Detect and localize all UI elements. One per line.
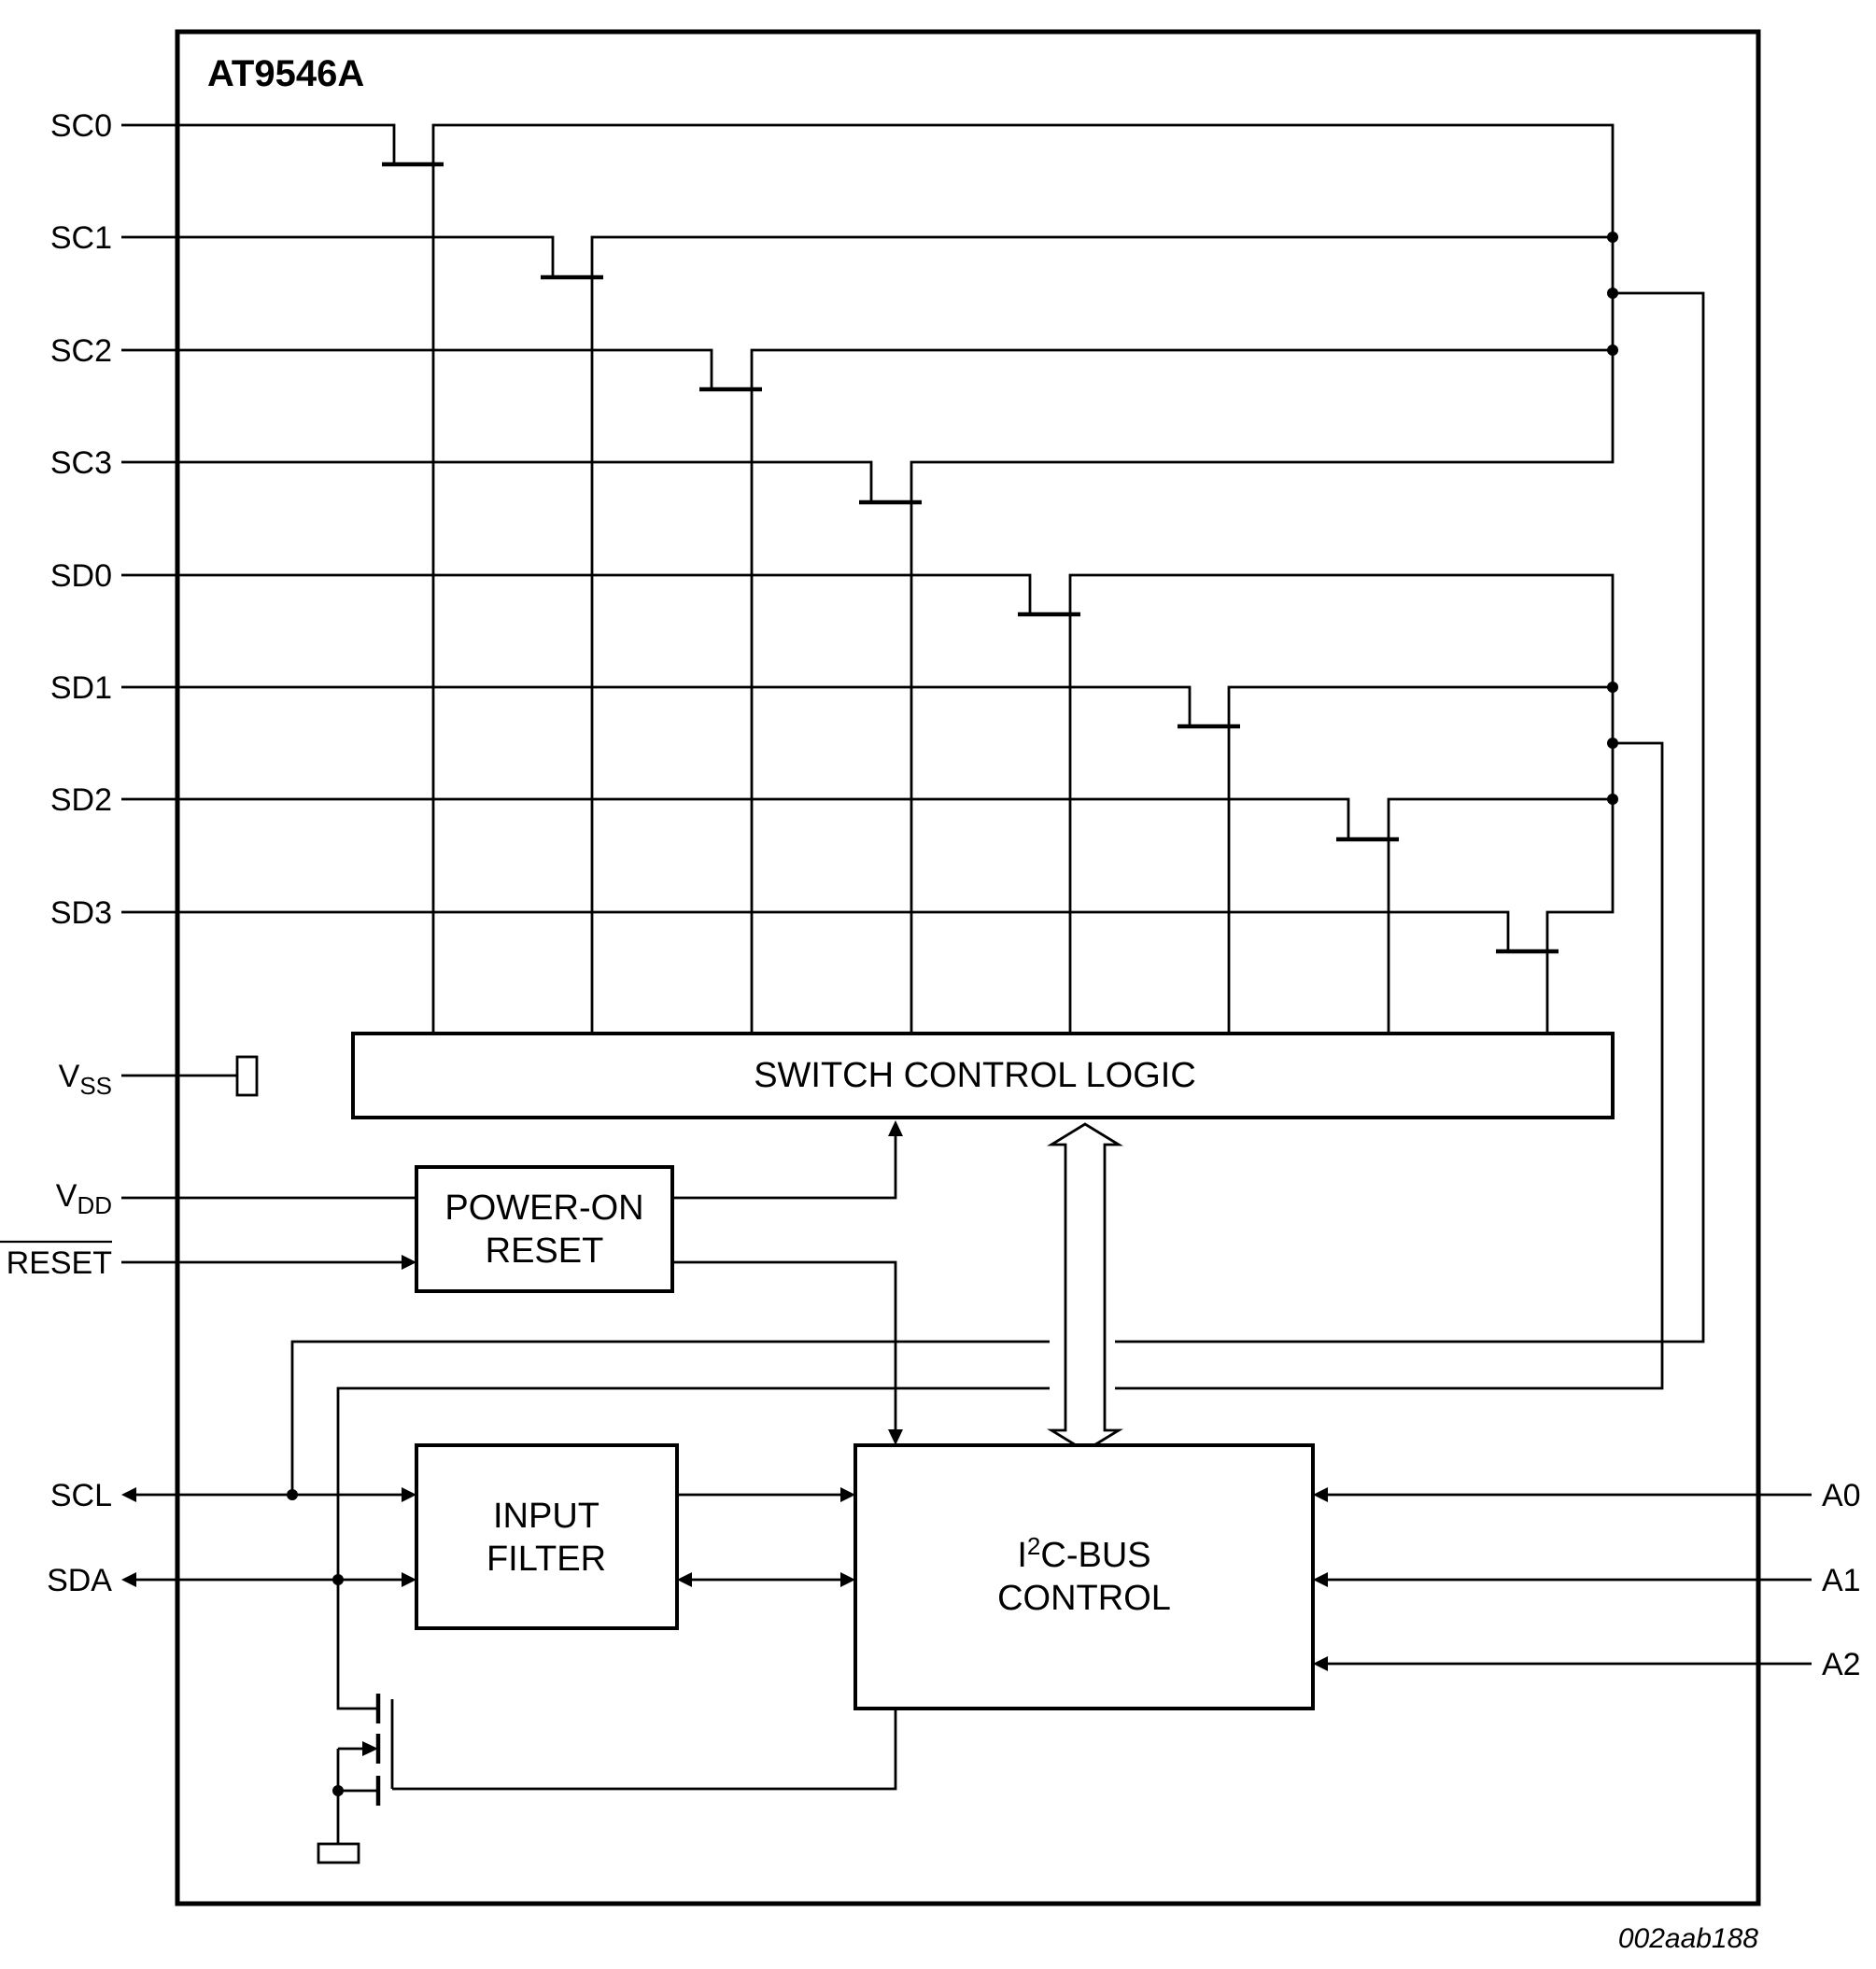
- pin-label-sc3: SC3: [50, 445, 112, 481]
- pin-label-a0: A0: [1822, 1478, 1861, 1513]
- arrow-head: [402, 1255, 416, 1270]
- junction-dot: [1607, 682, 1618, 693]
- junction-dot: [1607, 794, 1618, 805]
- vss-ground-symbol: [235, 1055, 259, 1097]
- arrow-head: [121, 1572, 136, 1587]
- power-on-reset-label-1: POWER-ON: [444, 1188, 643, 1228]
- scl-bus-return: [1115, 291, 1705, 1343]
- input-filter-label-1: INPUT: [493, 1497, 599, 1536]
- pin-label-sd1: SD1: [50, 670, 112, 706]
- chip-outline: [175, 29, 1761, 1906]
- arrow-head: [121, 1487, 136, 1502]
- pin-label-sc1: SC1: [50, 220, 112, 256]
- switch-transistors: [382, 162, 1559, 954]
- arrow-head: [840, 1572, 855, 1587]
- switch-control-logic-label: SWITCH CONTROL LOGIC: [754, 1056, 1196, 1095]
- bus-double-arrow: [1047, 1122, 1123, 1453]
- arrow-head: [677, 1572, 692, 1587]
- pin-label-sd0: SD0: [50, 558, 112, 594]
- arrow-head: [402, 1572, 416, 1587]
- pin-label-sc2: SC2: [50, 333, 112, 369]
- arrow-head: [888, 1429, 903, 1445]
- arrow-head: [888, 1120, 903, 1136]
- junction-dot: [1607, 345, 1618, 356]
- ground-symbol: [317, 1842, 360, 1864]
- junction-dot: [1607, 232, 1618, 243]
- arrow-head: [1313, 1572, 1328, 1587]
- figure-reference: 002aab188: [1618, 1923, 1758, 1954]
- pin-label-reset: RESET: [7, 1245, 112, 1281]
- pin-label-sd3: SD3: [50, 895, 112, 931]
- switch-control-logic-block: [351, 1032, 1615, 1119]
- input-filter-block: [415, 1443, 679, 1630]
- sc-channel-wires: [121, 123, 1510, 950]
- input-filter-label-2: FILTER: [487, 1540, 606, 1579]
- i2c-bus-control-label-2: CONTROL: [997, 1579, 1171, 1618]
- pin-label-sda: SDA: [47, 1563, 112, 1598]
- bus-side-wires: [431, 123, 1615, 1034]
- junction-dot: [287, 1489, 298, 1500]
- arrow-head: [1313, 1487, 1328, 1502]
- chip-title: AT9546A: [207, 53, 364, 94]
- pin-label-a1: A1: [1822, 1563, 1861, 1598]
- sda-pulldown-transistor: [332, 1580, 897, 1844]
- pin-label-sc0: SC0: [50, 108, 112, 144]
- pin-label-sd2: SD2: [50, 782, 112, 818]
- arrow-head: [1313, 1656, 1328, 1671]
- pin-label-a2: A2: [1822, 1647, 1861, 1682]
- arrow-head: [840, 1487, 855, 1502]
- power-on-reset-label-2: RESET: [486, 1231, 604, 1271]
- power-on-reset-block: [415, 1165, 674, 1293]
- sda-bus-return: [1115, 741, 1664, 1390]
- i2c-bus-control-label-1: I2C-BUS: [1017, 1532, 1150, 1575]
- pin-label-scl: SCL: [50, 1478, 112, 1513]
- arrow-head: [402, 1487, 416, 1502]
- pin-label-vss: VSS: [59, 1059, 112, 1100]
- pin-label-vdd: VDD: [56, 1178, 112, 1219]
- i2c-bus-control-block: [853, 1443, 1315, 1710]
